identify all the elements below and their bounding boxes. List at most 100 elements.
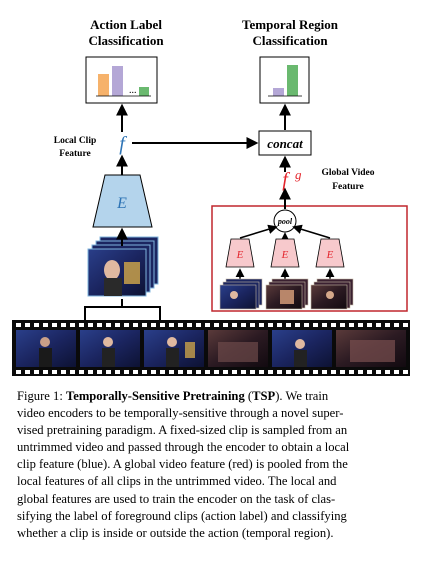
action-bar-purple	[112, 66, 123, 96]
film-sprocket-hole	[277, 323, 282, 327]
concat-label: concat	[267, 136, 303, 151]
film-sprocket-hole	[259, 323, 264, 327]
film-sprocket-hole	[133, 323, 138, 327]
film-sprocket-hole	[178, 323, 183, 327]
film-sprocket-hole	[403, 370, 408, 374]
figure-caption: Figure 1: Temporally-Sensitive Pretraini…	[17, 388, 409, 542]
pool-label: pool	[277, 217, 293, 226]
film-sprocket-hole	[223, 323, 228, 327]
film-sprocket-hole	[70, 323, 75, 327]
film-sprocket-hole	[169, 323, 174, 327]
film-sprocket-hole	[358, 370, 363, 374]
film-sprocket-hole	[79, 370, 84, 374]
action-label-title-line2: Classification	[88, 33, 164, 48]
global-feature-label-line1: Global Video	[321, 168, 374, 178]
film-sprocket-hole	[376, 370, 381, 374]
film-sprocket-hole	[385, 370, 390, 374]
film-sprocket-hole	[223, 370, 228, 374]
film-sprocket-hole	[160, 323, 165, 327]
film-sprocket-hole	[304, 370, 309, 374]
film-sprocket-hole	[394, 323, 399, 327]
film-sprocket-hole	[88, 323, 93, 327]
film-sprocket-hole	[349, 323, 354, 327]
film-sprocket-hole	[16, 370, 21, 374]
temporal-region-title-line1: Temporal Region	[242, 17, 339, 32]
caption-line-9: whether a clip is inside or outside the …	[17, 525, 334, 540]
film-sprocket-hole	[394, 370, 399, 374]
pool-node	[273, 209, 297, 233]
film-sprocket-hole	[340, 370, 345, 374]
film-sprocket-hole	[322, 370, 327, 374]
film-sprocket-hole	[214, 370, 219, 374]
arrow-encoder1-to-pool	[239, 224, 278, 239]
concat-box	[258, 130, 312, 156]
film-sprocket-hole	[205, 370, 210, 374]
film-sprocket-hole	[43, 323, 48, 327]
film-sprocket-hole	[331, 323, 336, 327]
local-feature-symbol: f	[119, 133, 127, 155]
film-sprocket-hole	[349, 370, 354, 374]
local-encoder-label: E	[116, 195, 127, 212]
film-sprocket-hole	[277, 370, 282, 374]
film-sprocket-hole	[151, 370, 156, 374]
film-sprocket-hole	[358, 323, 363, 327]
film-sprocket-hole	[331, 370, 336, 374]
film-sprocket-hole	[52, 323, 57, 327]
global-clip-stack-3	[310, 278, 354, 310]
caption-line-6: local features of all clips in the untri…	[17, 474, 337, 489]
global-encoder-2: E	[270, 238, 300, 268]
caption-line-8: sifying the label of foreground clips (a…	[17, 508, 347, 523]
film-sprocket-hole	[214, 323, 219, 327]
sampling-bracket	[84, 299, 161, 320]
film-sprocket-hole	[133, 370, 138, 374]
caption-line-4: untrimmed video and passed through the e…	[17, 440, 350, 455]
film-sprocket-hole	[115, 323, 120, 327]
film-sprocket-hole	[313, 323, 318, 327]
film-sprocket-hole	[169, 370, 174, 374]
film-sprocket-hole	[52, 370, 57, 374]
film-sprocket-hole	[241, 323, 246, 327]
film-sprocket-hole	[25, 323, 30, 327]
caption-line-7: global features are used to train the en…	[17, 491, 336, 506]
film-sprocket-hole	[241, 370, 246, 374]
svg-text:E: E	[281, 249, 289, 261]
film-sprocket-hole	[250, 323, 255, 327]
film-sprocket-hole	[259, 370, 264, 374]
film-sprocket-hole	[268, 323, 273, 327]
film-sprocket-hole	[232, 370, 237, 374]
film-sprocket-hole	[61, 370, 66, 374]
untrimmed-video-filmstrip	[12, 320, 410, 376]
film-sprocket-hole	[16, 323, 21, 327]
svg-text:E: E	[236, 249, 244, 261]
caption-bold-abbrev: TSP	[252, 389, 276, 403]
caption-line-2: video encoders to be temporally-sensitiv…	[17, 406, 344, 421]
film-sprocket-hole	[88, 370, 93, 374]
global-clip-stack-2	[265, 278, 309, 310]
tsp-diagram: Action Label Classification Temporal Reg…	[12, 17, 410, 376]
film-sprocket-hole	[313, 370, 318, 374]
sampled-clip-stack	[87, 236, 159, 297]
local-encoder-trapezoid	[92, 174, 153, 228]
film-sprocket-hole	[367, 323, 372, 327]
global-clip-stack-1	[219, 278, 263, 310]
film-sprocket-hole	[295, 323, 300, 327]
film-sprocket-hole	[250, 370, 255, 374]
film-sprocket-hole	[196, 370, 201, 374]
film-sprocket-hole	[124, 370, 129, 374]
caption-bold-title: Temporally-Sensitive Pretraining	[65, 389, 245, 403]
temporal-bar-purple	[273, 88, 284, 96]
film-sprocket-hole	[178, 370, 183, 374]
film-sprocket-hole	[142, 370, 147, 374]
temporal-classifier-box	[259, 56, 310, 104]
film-sprocket-hole	[97, 370, 102, 374]
film-sprocket-hole	[205, 323, 210, 327]
film-sprocket-hole	[106, 370, 111, 374]
caption-line-5: clip feature (blue). A global video feat…	[17, 457, 348, 472]
film-sprocket-hole	[151, 323, 156, 327]
film-sprocket-hole	[70, 370, 75, 374]
film-sprocket-hole	[403, 323, 408, 327]
film-sprocket-hole	[115, 370, 120, 374]
film-sprocket-hole	[376, 323, 381, 327]
film-sprocket-hole	[304, 323, 309, 327]
film-sprocket-hole	[61, 323, 66, 327]
